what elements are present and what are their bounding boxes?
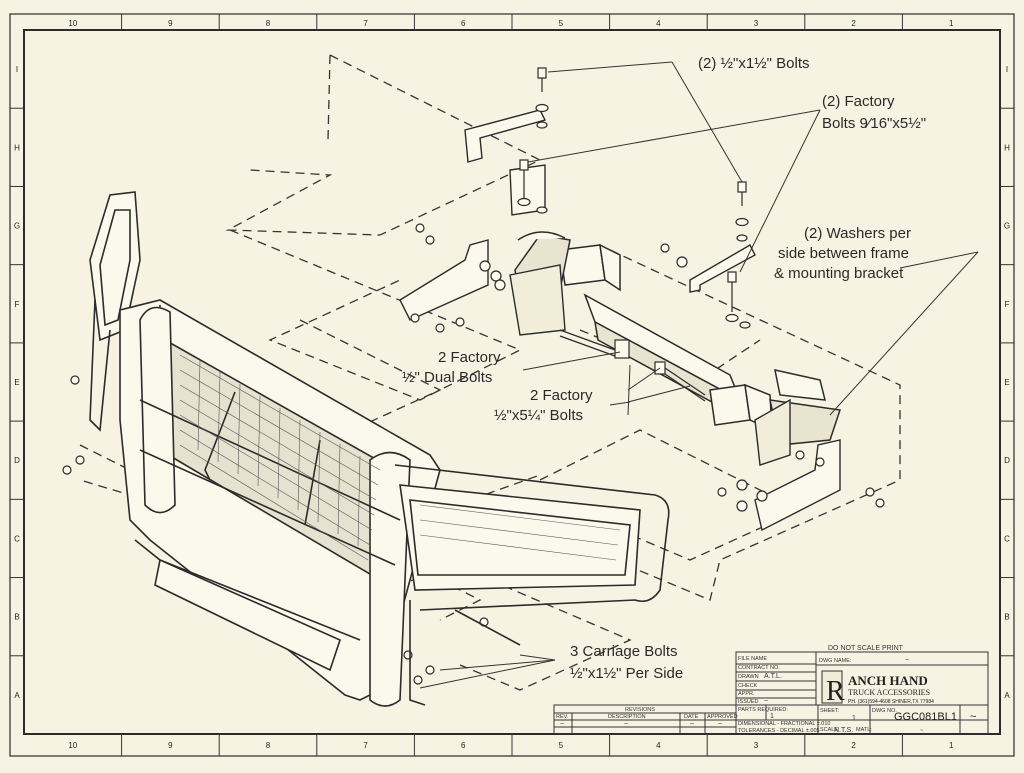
column-label-top: 2 (851, 19, 856, 28)
tol-dec: TOLERANCES - DECIMAL ±.005 (738, 728, 820, 734)
column-label-bottom: 5 (559, 741, 564, 750)
parts-required-label: PARTS REQUIRED: (738, 707, 788, 713)
dwg-name-value: ~ (905, 657, 909, 664)
column-label-top: 6 (461, 19, 466, 28)
column-label-bottom: 4 (656, 741, 661, 750)
callout-factory-bolts-line2: Bolts 9⁄16"x5½" (822, 115, 926, 132)
scale-label: SCALE (820, 727, 838, 733)
column-label-top: 10 (68, 19, 77, 28)
column-label-top: 5 (559, 19, 564, 28)
row-label-right: I (1006, 65, 1008, 74)
row-label-right: E (1004, 378, 1009, 387)
drawn-label: DRAWN (738, 674, 759, 680)
callout-washers-line3: & mounting bracket (774, 265, 904, 282)
column-label-bottom: 2 (851, 741, 856, 750)
row-label-left: H (14, 143, 20, 152)
row-label-right: A (1004, 691, 1010, 700)
callout-carriage-line1: 3 Carriage Bolts (570, 643, 678, 660)
row-label-left: D (14, 456, 20, 465)
do-not-scale: DO NOT SCALE PRINT (828, 645, 904, 652)
rev-row-date: ~ (690, 721, 694, 728)
callout-factory-2-line1: 2 Factory (530, 387, 593, 404)
dwg-no-value: GGC081BL1 (894, 711, 957, 723)
callout-dual-bolts-line1: 2 Factory (438, 349, 501, 366)
row-labels-right: I H G F E D C B A (1000, 65, 1014, 700)
callout-washers-line1: (2) Washers per (804, 225, 911, 242)
column-label-bottom: 10 (68, 741, 77, 750)
column-label-bottom: 1 (949, 741, 954, 750)
row-label-right: D (1004, 456, 1010, 465)
rev-col-header: REV. (556, 714, 569, 720)
row-label-left: A (14, 691, 20, 700)
row-label-right: B (1004, 613, 1009, 622)
column-label-top: 8 (266, 19, 271, 28)
column-label-top: 9 (168, 19, 173, 28)
row-labels-left: I H G F E D C B A (10, 65, 24, 700)
matl-label: MATL: (856, 727, 872, 733)
matl-value: ~ (920, 728, 923, 734)
company-sub: TRUCK ACCESSORIES (848, 688, 930, 697)
leader-lines (419, 61, 979, 689)
sheet-label: SHEET: (820, 708, 840, 714)
revisions-label: REVISIONS (625, 707, 655, 713)
scale-value: N.T.S. (834, 727, 853, 734)
company-logo-initial: R (826, 676, 845, 707)
column-labels-top: 10 9 8 7 6 5 4 3 2 1 (68, 14, 954, 30)
callout-factory-bolts-line1: (2) Factory (822, 93, 895, 110)
issued-value: ~ (764, 698, 768, 705)
row-label-right: G (1004, 222, 1010, 231)
column-label-top: 1 (949, 19, 954, 28)
parts-required-value: 1 (770, 713, 774, 720)
row-label-left: F (15, 300, 20, 309)
callout-carriage-line2: ½"x1½" Per Side (570, 665, 683, 682)
callout-washers-line2: side between frame (778, 245, 909, 262)
row-label-right: F (1005, 300, 1010, 309)
column-label-top: 7 (363, 19, 368, 28)
callouts: (2) ½"x1½" Bolts (2) Factory Bolts 9⁄16"… (402, 55, 926, 682)
row-label-left: C (14, 534, 20, 543)
rev-value: ~ (970, 711, 976, 723)
column-label-bottom: 6 (461, 741, 466, 750)
row-label-left: B (14, 613, 19, 622)
column-label-bottom: 3 (754, 741, 759, 750)
sheet-value: 1 (852, 715, 856, 722)
appr-label: APPR. (738, 691, 755, 697)
row-label-left: G (14, 222, 20, 231)
company-contact: PH. (361)594-4608 SHINER,TX 77984 (848, 699, 934, 705)
row-label-left: E (14, 378, 19, 387)
rev-row-approved: ~ (718, 721, 722, 728)
rev-row-desc: ~ (624, 721, 628, 728)
approved-col-header: APPROVED (707, 714, 738, 720)
dwg-no-label: DWG NO. (872, 708, 897, 714)
issued-label: ISSUED (738, 699, 759, 705)
title-block (553, 651, 989, 735)
row-label-left: I (16, 65, 18, 74)
column-label-bottom: 9 (168, 741, 173, 750)
callout-factory-2-line2: ½"x5¼" Bolts (494, 407, 583, 424)
date-col-header: DATE (684, 714, 699, 720)
row-label-right: C (1004, 534, 1010, 543)
check-label: CHECK (738, 683, 758, 689)
contract-label: CONTRACT NO. (738, 665, 780, 671)
column-label-top: 4 (656, 19, 661, 28)
column-label-top: 3 (754, 19, 759, 28)
grille-guard (89, 191, 670, 707)
dim-frac: DIMENSIONAL - FRACTIONAL ±.010 (738, 721, 830, 727)
row-label-right: H (1004, 143, 1010, 152)
callout-dual-bolts-line2: ½" Dual Bolts (402, 369, 492, 386)
file-name-label: FILE NAME (738, 656, 767, 662)
column-label-bottom: 8 (266, 741, 271, 750)
title-block-text: DO NOT SCALE PRINT FILE NAME CONTRACT NO… (556, 645, 976, 734)
column-label-bottom: 7 (363, 741, 368, 750)
grille-mesh (179, 354, 621, 561)
column-labels-bottom: 10 9 8 7 6 5 4 3 2 1 (68, 734, 954, 756)
callout-bolts-top: (2) ½"x1½" Bolts (698, 55, 810, 72)
drawn-value: A.T.L. (764, 673, 782, 680)
desc-col-header: DESCRIPTION (608, 714, 646, 720)
dwg-name-label: DWG NAME: (819, 658, 852, 664)
company-name: ANCH HAND (848, 673, 928, 688)
rev-row-rev: ~ (560, 721, 564, 728)
